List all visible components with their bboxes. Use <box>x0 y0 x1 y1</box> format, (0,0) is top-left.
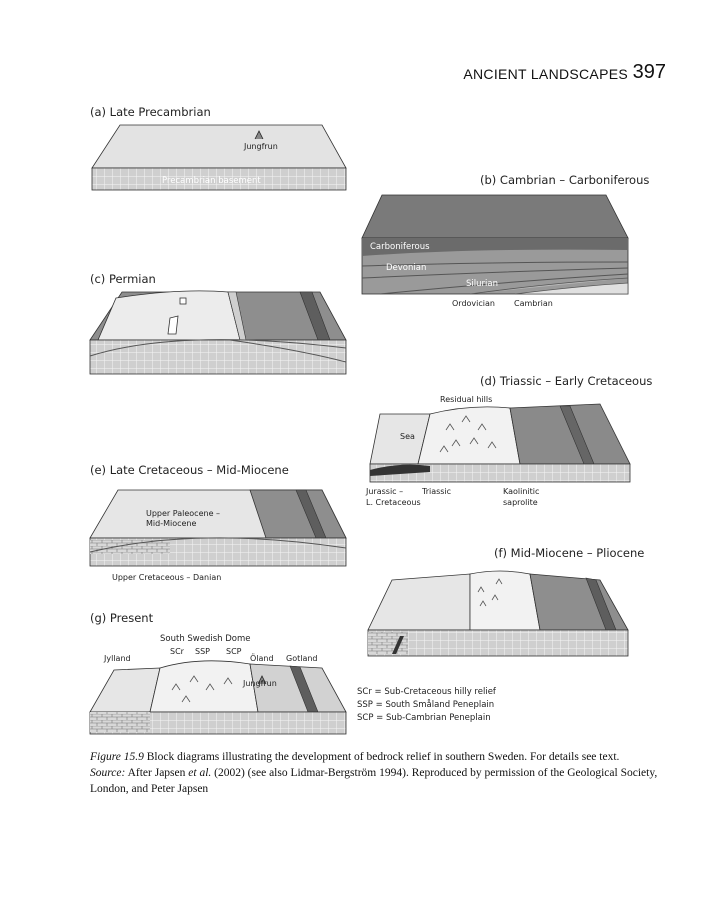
caption-figure-label: Figure 15.9 <box>90 751 144 763</box>
label-sea: Sea <box>400 432 415 441</box>
label-upper-cretaceous: Upper Cretaceous – Danian <box>112 573 221 582</box>
panel-e-title: (e) Late Cretaceous – Mid-Miocene <box>90 463 289 477</box>
panel-d-title: (d) Triassic – Early Cretaceous <box>480 374 652 388</box>
panel-a-title: (a) Late Precambrian <box>90 105 211 119</box>
label-ordovician: Ordovician <box>452 299 495 308</box>
panel-f-title: (f) Mid-Miocene – Pliocene <box>494 546 644 560</box>
panel-g-title: (g) Present <box>90 611 154 625</box>
label-gotland: Gotland <box>286 654 318 663</box>
caption-source-etal: et al. <box>188 767 211 779</box>
caption-source-text-1: After Japsen <box>125 767 188 779</box>
label-upper-paleocene-1: Upper Paleocene – <box>146 509 220 518</box>
panel-c: (c) Permian <box>90 272 346 374</box>
panel-b-title: (b) Cambrian – Carboniferous <box>480 173 649 187</box>
legend-scr: SCr = Sub-Cretaceous hilly relief <box>357 687 497 697</box>
label-jylland: Jylland <box>103 654 131 663</box>
label-jurassic-2: L. Cretaceous <box>366 498 421 507</box>
label-south-swedish-dome: South Swedish Dome <box>160 634 251 644</box>
label-upper-paleocene-2: Mid-Miocene <box>146 519 197 528</box>
label-triassic: Triassic <box>421 487 451 496</box>
label-jungfrun-g: Jungfrun <box>242 679 277 688</box>
figure-caption: Figure 15.9 Block diagrams illustrating … <box>90 749 670 797</box>
panel-d: (d) Triassic – Early Cretaceous Residual… <box>365 374 652 507</box>
label-devonian: Devonian <box>386 263 426 273</box>
label-cambrian: Cambrian <box>514 299 553 308</box>
panel-a: (a) Late Precambrian Jungfrun Precambria… <box>90 105 346 190</box>
panel-g: (g) Present South Swedish Dome SCr SSP S… <box>90 611 346 734</box>
panel-b: (b) Cambrian – Carboniferous Carbonifero… <box>362 173 649 308</box>
label-jungfrun-a: Jungfrun <box>243 142 278 151</box>
label-silurian: Silurian <box>466 279 498 289</box>
label-carboniferous: Carboniferous <box>370 242 430 252</box>
legend-scp: SCP = Sub-Cambrian Peneplain <box>357 713 491 723</box>
caption-source-label: Source: <box>90 767 125 779</box>
label-residual-hills: Residual hills <box>440 395 492 404</box>
label-kaolinitic-1: Kaolinitic <box>503 487 539 496</box>
label-precambrian-basement: Precambrian basement <box>162 176 261 186</box>
label-oland: Öland <box>250 653 274 663</box>
panel-c-title: (c) Permian <box>90 272 156 286</box>
label-ssp: SSP <box>195 647 210 656</box>
legend-ssp: SSP = South Småland Peneplain <box>357 699 494 710</box>
caption-figure-text: Block diagrams illustrating the developm… <box>144 751 620 763</box>
panel-e: (e) Late Cretaceous – Mid-Miocene Upper … <box>90 463 346 582</box>
panel-f: (f) Mid-Miocene – Pliocene <box>368 546 644 656</box>
label-scp: SCP <box>226 647 242 656</box>
legend: SCr = Sub-Cretaceous hilly relief SSP = … <box>357 687 497 723</box>
label-scr: SCr <box>170 647 185 656</box>
label-jurassic-1: Jurassic – <box>365 487 403 496</box>
label-kaolinitic-2: saprolite <box>503 498 538 507</box>
